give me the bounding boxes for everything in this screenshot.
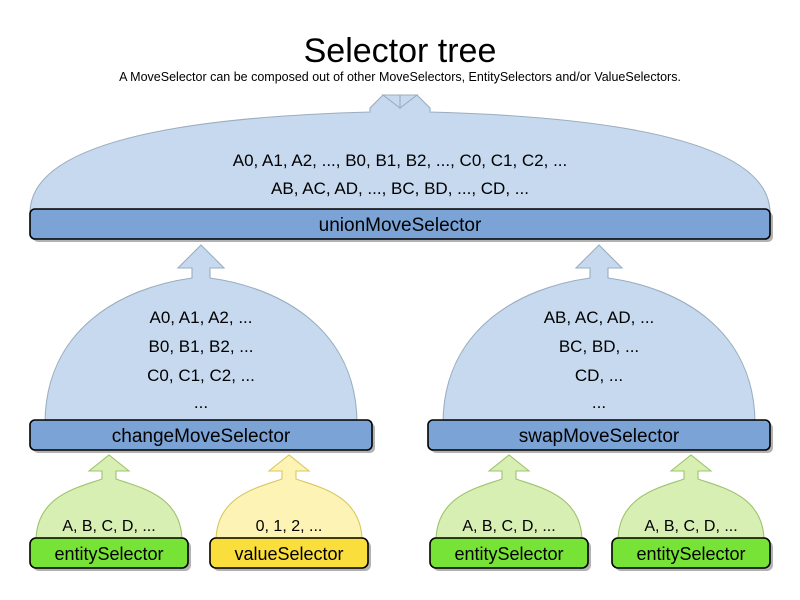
page-subtitle: A MoveSelector can be composed out of ot… [119,70,681,84]
leaf-change-entity-content: A, B, C, D, ... [62,518,155,535]
leaf-swap-entity-right-bar[interactable] [611,537,771,569]
swap-content-line-4: ... [592,393,606,412]
union-bar[interactable] [29,208,771,240]
leaf-change-entity-label: entitySelector [54,544,163,564]
change-bar-label: changeMoveSelector [112,426,291,447]
leaf-swap-entity-left-bar[interactable] [429,537,589,569]
node-swap-move-selector[interactable]: AB, AC, AD, ... BC, BD, ... CD, ... ... … [427,244,773,453]
leaf-swap-entity-right-content: A, B, C, D, ... [644,518,737,535]
change-content-line-2: B0, B1, B2, ... [149,337,254,356]
swap-content-line-2: BC, BD, ... [559,337,639,356]
swap-bar[interactable] [427,419,771,451]
swap-content-line-1: AB, AC, AD, ... [544,308,655,327]
node-leaf-swap-entity-right[interactable]: A, B, C, D, ... entitySelector [611,454,773,571]
leaf-change-value-body [215,454,363,542]
node-leaf-change-value-selector[interactable]: 0, 1, 2, ... valueSelector [209,454,371,571]
node-union-move-selector[interactable]: A0, A1, A2, ..., B0, B1, B2, ..., C0, C1… [29,94,773,242]
change-content-line-4: ... [194,393,208,412]
page-title: Selector tree [304,32,497,70]
change-bar[interactable] [29,419,373,451]
leaf-change-value-content: 0, 1, 2, ... [256,518,323,535]
node-leaf-change-entity-selector[interactable]: A, B, C, D, ... entitySelector [29,454,191,571]
node-change-move-selector[interactable]: A0, A1, A2, ... B0, B1, B2, ... C0, C1, … [29,244,375,453]
leaf-change-entity-bar[interactable] [29,537,189,569]
change-content-line-1: A0, A1, A2, ... [149,308,252,327]
leaf-swap-entity-left-label: entitySelector [454,544,563,564]
union-content-line-1: A0, A1, A2, ..., B0, B1, B2, ..., C0, C1… [233,151,568,170]
swap-node-body [442,244,756,425]
leaf-swap-entity-left-content: A, B, C, D, ... [462,518,555,535]
leaf-change-value-bar[interactable] [209,537,369,569]
swap-bar-label: swapMoveSelector [519,426,680,447]
union-arrow-icon [381,94,419,110]
leaf-swap-entity-right-body [617,454,765,542]
change-content-line-3: C0, C1, C2, ... [147,366,255,385]
swap-content-line-3: CD, ... [575,366,623,385]
leaf-swap-entity-right-label: entitySelector [636,544,745,564]
union-bar-label: unionMoveSelector [319,215,482,236]
node-leaf-swap-entity-left[interactable]: A, B, C, D, ... entitySelector [429,454,591,571]
change-node-body [44,244,358,425]
leaf-change-value-label: valueSelector [234,544,343,564]
union-content-line-2: AB, AC, AD, ..., BC, BD, ..., CD, ... [271,179,529,198]
leaf-change-entity-body [35,454,183,542]
leaf-swap-entity-left-body [435,454,583,542]
